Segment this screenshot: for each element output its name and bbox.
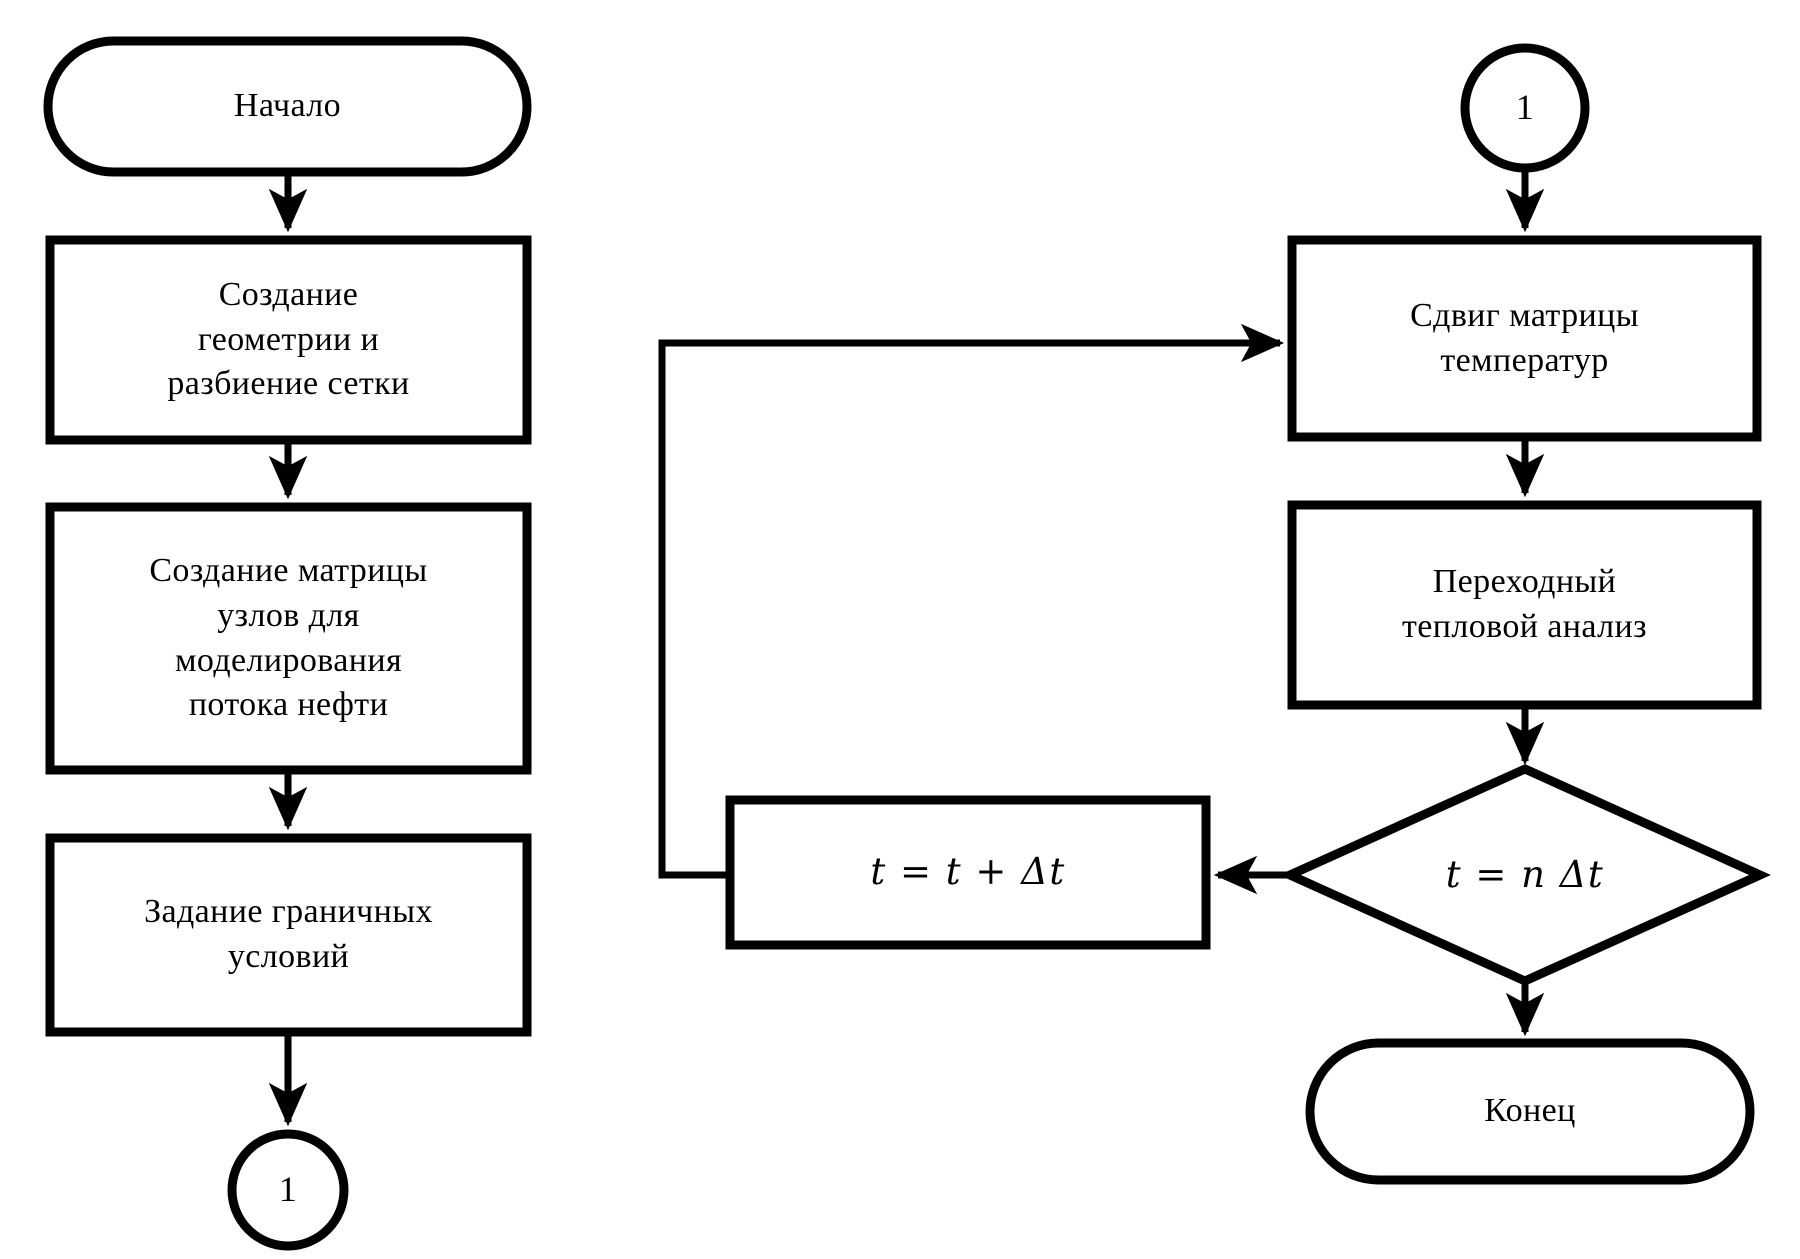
node-geometry-shape xyxy=(45,235,532,445)
node-node-matrix[interactable] xyxy=(50,507,527,770)
node-connector-out[interactable] xyxy=(232,1134,344,1246)
node-shift-matrix[interactable] xyxy=(1292,240,1757,437)
node-boundary[interactable] xyxy=(50,838,527,1032)
node-decision[interactable] xyxy=(1290,769,1760,981)
node-transient[interactable] xyxy=(1292,505,1757,705)
edge-increment-to-shift-matrix xyxy=(658,323,1285,879)
node-increment-shape xyxy=(725,795,1211,950)
node-boundary-shape xyxy=(45,833,532,1037)
node-connector-in[interactable] xyxy=(1465,48,1585,168)
node-geometry[interactable] xyxy=(50,240,527,440)
node-end[interactable] xyxy=(1310,1043,1750,1180)
node-start[interactable] xyxy=(48,41,527,172)
node-end-shape xyxy=(1305,1038,1755,1185)
node-node-matrix-shape xyxy=(45,502,532,775)
node-connector-out-shape xyxy=(227,1129,349,1251)
node-increment[interactable] xyxy=(730,800,1206,945)
